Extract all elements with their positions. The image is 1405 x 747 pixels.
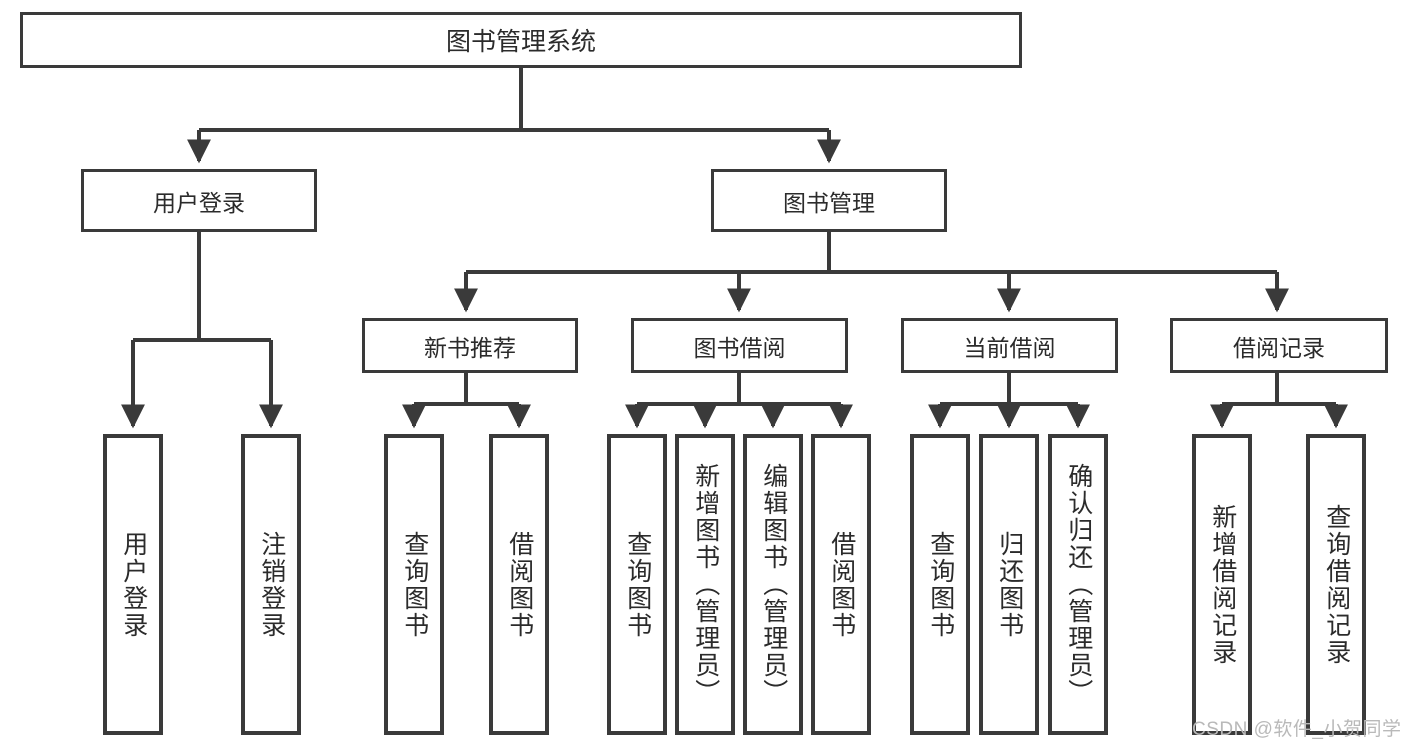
node-book-management[interactable]: 图书管理 (711, 169, 947, 232)
leaf-query-borrow-record[interactable]: 查询借阅记录 (1306, 434, 1366, 735)
leaf-user-logout[interactable]: 注销登录 (241, 434, 301, 735)
node-label: 新增借阅记录 (1208, 503, 1237, 666)
node-label: 借阅图书 (505, 530, 534, 639)
node-label: 新书推荐 (424, 334, 516, 361)
node-label: 借阅记录 (1233, 334, 1325, 361)
watermark-text: CSDN @软件_小贺同学 (1192, 719, 1402, 740)
node-borrow-record[interactable]: 借阅记录 (1170, 318, 1388, 373)
leaf-user-login[interactable]: 用户登录 (103, 434, 163, 735)
node-label: 图书管理 (783, 189, 875, 216)
node-label: 用户登录 (153, 189, 245, 216)
leaf-add-borrow-record[interactable]: 新增借阅记录 (1192, 434, 1252, 735)
leaf-query-book-borrow[interactable]: 查询图书 (607, 434, 667, 735)
node-label: 查询图书 (926, 530, 955, 639)
leaf-query-book-recommend[interactable]: 查询图书 (384, 434, 444, 735)
leaf-query-book-current[interactable]: 查询图书 (910, 434, 970, 735)
node-label: 确认归还（管理员） (1064, 463, 1093, 706)
node-label: 用户登录 (119, 530, 148, 639)
node-label: 查询图书 (400, 530, 429, 639)
node-label: 注销登录 (257, 530, 286, 639)
node-label: 图书借阅 (693, 334, 786, 361)
node-label: 查询借阅记录 (1322, 503, 1351, 666)
leaf-edit-book-admin[interactable]: 编辑图书（管理员） (743, 434, 803, 735)
node-new-book-recommend[interactable]: 新书推荐 (362, 318, 578, 373)
node-label: 图书管理系统 (445, 28, 596, 56)
node-label: 查询图书 (623, 530, 652, 639)
leaf-borrow-book-recommend[interactable]: 借阅图书 (489, 434, 549, 735)
leaf-borrow-book[interactable]: 借阅图书 (811, 434, 871, 735)
node-label: 编辑图书（管理员） (759, 463, 788, 706)
node-current-borrow[interactable]: 当前借阅 (901, 318, 1118, 373)
node-label: 归还图书 (995, 530, 1024, 639)
leaf-add-book-admin[interactable]: 新增图书（管理员） (675, 434, 735, 735)
node-label: 当前借阅 (963, 334, 1056, 361)
node-label: 借阅图书 (827, 530, 856, 639)
leaf-confirm-return-admin[interactable]: 确认归还（管理员） (1048, 434, 1108, 735)
node-user-login[interactable]: 用户登录 (81, 169, 317, 232)
node-book-borrow[interactable]: 图书借阅 (631, 318, 848, 373)
leaf-return-book[interactable]: 归还图书 (979, 434, 1039, 735)
node-root-system[interactable]: 图书管理系统 (20, 12, 1022, 68)
node-label: 新增图书（管理员） (691, 463, 720, 706)
